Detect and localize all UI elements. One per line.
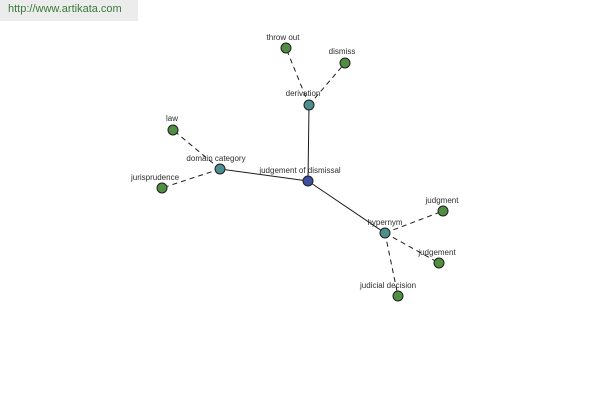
edge-derivation [307, 104, 310, 182]
label-hypernym[interactable]: hypernym [367, 218, 402, 227]
site-url[interactable]: http://www.artikata.com [8, 3, 122, 15]
label-jurisprudence[interactable]: jurisprudence [130, 173, 180, 182]
node-jurisprudence[interactable] [156, 182, 168, 194]
label-derivation[interactable]: derivation [286, 89, 321, 98]
node-derivation[interactable] [303, 99, 315, 111]
label-dismiss[interactable]: dismiss [329, 47, 356, 56]
label-judicial-decision[interactable]: judicial decision [359, 281, 416, 290]
edge-judicial-decision [384, 232, 399, 297]
node-domain-category[interactable] [214, 163, 226, 175]
node-throw-out[interactable] [280, 42, 292, 54]
edge-judgment [384, 210, 444, 234]
label-judgment[interactable]: judgment [425, 196, 460, 205]
edge-dismiss [308, 62, 346, 106]
edge-law [172, 129, 221, 170]
graph-labels: throw out dismiss derivation law jurispruden… [130, 33, 459, 290]
label-judgement[interactable]: judgement [417, 248, 456, 257]
node-judgement-of-dismissal[interactable] [302, 175, 314, 187]
label-domain-category[interactable]: domain category [186, 154, 245, 163]
node-judicial-decision[interactable] [392, 290, 404, 302]
label-throw-out[interactable]: throw out [267, 33, 301, 42]
edge-hypernym [307, 180, 386, 234]
graph-nodes [156, 42, 449, 302]
graph-edges [161, 47, 444, 297]
node-dismiss[interactable] [339, 57, 351, 69]
node-judgment[interactable] [437, 205, 449, 217]
label-law[interactable]: law [166, 114, 178, 123]
node-hypernym[interactable] [379, 227, 391, 239]
url-banner: http://www.artikata.com [0, 0, 138, 21]
edge-throw-out [285, 47, 310, 106]
node-law[interactable] [167, 124, 179, 136]
node-judgement[interactable] [433, 257, 445, 269]
label-judgement-of-dismissal[interactable]: judgement of dismissal [258, 166, 341, 175]
edge-judgement [384, 232, 440, 264]
edge-jurisprudence [161, 168, 221, 189]
edge-domain-category [219, 168, 309, 182]
